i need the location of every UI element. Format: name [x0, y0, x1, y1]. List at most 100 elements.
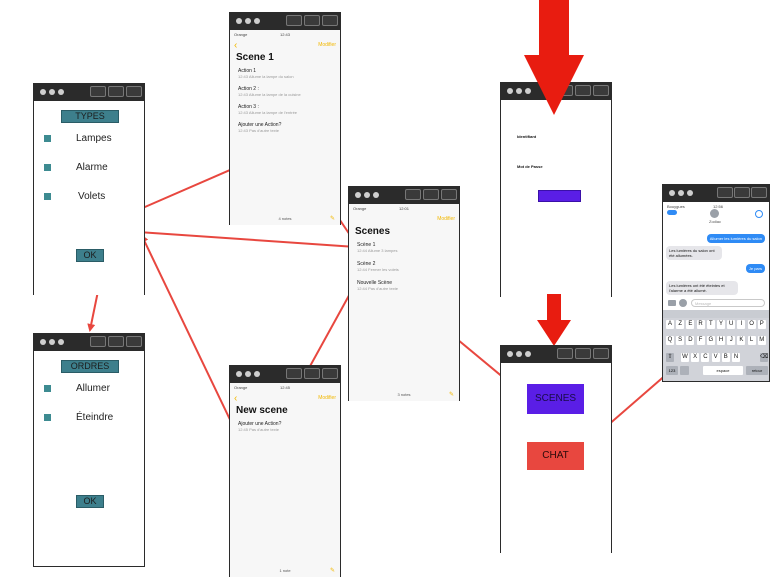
keyboard-key[interactable]: X	[691, 353, 700, 362]
keyboard-key[interactable]: C	[701, 353, 710, 362]
keyboard-key[interactable]: Y	[717, 320, 725, 329]
window-icon	[304, 15, 320, 26]
settings-icon	[593, 85, 609, 96]
window-icon	[575, 348, 591, 359]
action-item[interactable]: Action 3 :	[238, 104, 259, 110]
compose-icon[interactable]: ✎	[448, 392, 454, 398]
window-icon	[575, 85, 591, 96]
numbers-key[interactable]: 123	[666, 366, 678, 375]
keyboard-key[interactable]: H	[717, 336, 725, 345]
add-action-item[interactable]: Ajouter une Action?	[238, 421, 282, 427]
back-icon[interactable]: ‹	[234, 393, 238, 404]
share-icon	[286, 15, 302, 26]
scenes-button[interactable]: SCENES	[527, 384, 584, 414]
keyboard-key[interactable]: D	[686, 336, 695, 345]
window-titlebar	[501, 345, 611, 363]
keyboard-key[interactable]: O	[747, 320, 756, 329]
action-detail: 12:43 Allume la lampe de la cuisine	[238, 92, 301, 97]
keyboard-key[interactable]: W	[681, 353, 689, 362]
scene-item[interactable]: Scène 1	[357, 242, 376, 248]
new-scene-item[interactable]: Nouvelle Scène	[357, 280, 393, 286]
types-ok-button[interactable]: OK	[76, 249, 104, 262]
ordre-item-eteindre[interactable]: Éteindre	[76, 412, 114, 423]
keyboard-key[interactable]: N	[732, 353, 740, 362]
settings-icon	[126, 336, 142, 347]
list-bullet	[44, 135, 51, 142]
shift-key[interactable]: ⇧	[666, 353, 674, 362]
keyboard-key[interactable]: B	[721, 353, 730, 362]
type-item-volets[interactable]: Volets	[78, 191, 106, 202]
keyboard-key[interactable]: Q	[666, 336, 674, 345]
arrow-scenes-to-types	[136, 228, 357, 248]
keyboard-key[interactable]: P	[757, 320, 766, 329]
message-sent: Je pars	[745, 264, 765, 273]
add-action-item[interactable]: Ajouter une Action?	[238, 122, 282, 128]
password-label: Mot de Passe	[517, 164, 543, 169]
action-item[interactable]: Action 1	[238, 68, 257, 74]
keyboard-key[interactable]: E	[686, 320, 695, 329]
message-input[interactable]: Message	[691, 299, 765, 307]
notes-count: 1 note	[279, 568, 291, 573]
back-icon[interactable]: ‹	[234, 40, 238, 51]
scene-detail: 12:44 Allume 3 lampes	[357, 248, 398, 253]
ordre-item-allumer[interactable]: Allumer	[76, 383, 110, 394]
keyboard-key[interactable]: J	[727, 336, 736, 345]
compose-icon[interactable]: ✎	[329, 216, 335, 222]
mic-icon[interactable]	[680, 366, 689, 375]
type-item-alarme[interactable]: Alarme	[76, 162, 108, 173]
camera-icon[interactable]	[668, 300, 676, 306]
window-titlebar	[230, 365, 340, 383]
types-screen: TYPES Lampes Alarme Volets OK	[33, 83, 145, 295]
modifier-button[interactable]: Modifier	[437, 216, 455, 222]
login-screen: Identifiant Mot de Passe	[500, 82, 612, 297]
keyboard-key[interactable]: I	[737, 320, 746, 329]
keyboard-key[interactable]: K	[737, 336, 746, 345]
window-icon	[108, 336, 124, 347]
chat-button[interactable]: CHAT	[527, 442, 584, 470]
keyboard-key[interactable]: V	[711, 353, 720, 362]
keyboard-key[interactable]: S	[676, 336, 685, 345]
keyboard-key[interactable]: U	[727, 320, 736, 329]
backspace-key[interactable]: ⌫	[760, 353, 769, 362]
list-bullet	[44, 193, 51, 200]
keyboard-key[interactable]: G	[706, 336, 715, 345]
share-icon	[90, 86, 106, 97]
compose-icon[interactable]: ✎	[329, 568, 335, 574]
keyboard-key[interactable]: A	[666, 320, 674, 329]
keyboard-key[interactable]: T	[706, 320, 715, 329]
window-titlebar	[349, 186, 459, 204]
action-item[interactable]: Action 2 :	[238, 86, 259, 92]
types-header: TYPES	[61, 110, 119, 123]
window-titlebar	[663, 184, 769, 202]
keyboard-key[interactable]: L	[747, 336, 756, 345]
login-button[interactable]	[538, 190, 581, 202]
return-key[interactable]: retour	[746, 366, 768, 375]
small-down-arrow	[537, 294, 571, 346]
type-item-lampes[interactable]: Lampes	[76, 133, 112, 144]
notes-count: 3 notes	[397, 392, 411, 397]
message-sent: Allumer les lumières du salon	[706, 234, 765, 243]
ordres-ok-button[interactable]: OK	[76, 495, 104, 508]
keyboard-key[interactable]: M	[757, 336, 766, 345]
window-titlebar	[34, 333, 144, 351]
space-key[interactable]: espace	[703, 366, 743, 375]
info-icon[interactable]	[755, 210, 763, 218]
share-icon	[405, 189, 421, 200]
keyboard-key[interactable]: R	[696, 320, 705, 329]
apps-icon[interactable]	[679, 299, 687, 307]
modifier-button[interactable]: Modifier	[318, 395, 336, 401]
page-title: New scene	[236, 405, 288, 416]
scene-item[interactable]: Scène 2	[357, 261, 376, 267]
action-detail: 12:43 Allume la lampe du salon	[238, 74, 294, 79]
keyboard-key[interactable]: Z	[676, 320, 685, 329]
back-icon[interactable]	[667, 210, 677, 215]
modifier-button[interactable]: Modifier	[318, 42, 336, 48]
arrow-newscene-to-types	[140, 234, 235, 429]
keyboard-key[interactable]: F	[696, 336, 705, 345]
